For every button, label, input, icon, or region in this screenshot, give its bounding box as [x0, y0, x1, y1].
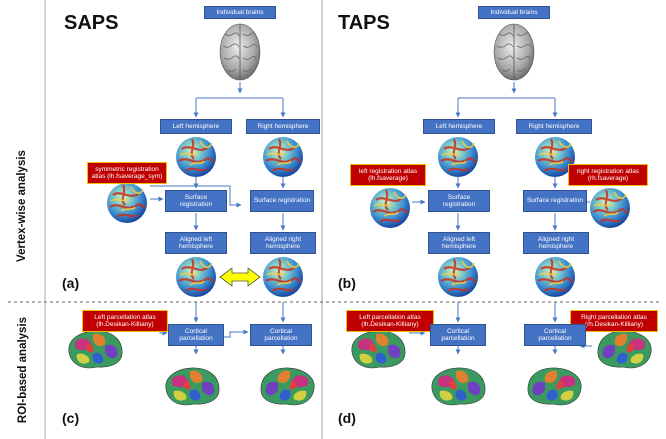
saps-brain-icon	[219, 23, 261, 81]
taps-right-atlas-label: right registration atlas (rh.fsaverage)	[568, 164, 648, 186]
saps-parcellation-atlas-label: Left parcellation atlas (lh.Desikan-Kill…	[82, 310, 168, 332]
taps-aligned-right-sphere-icon	[533, 255, 577, 299]
saps-atlas-sphere-icon	[105, 181, 149, 225]
row-label-roi: ROI-based analysis	[17, 316, 29, 424]
taps-aligned-left-sphere-icon	[436, 255, 480, 299]
saps-aligned-right-box: Aligned right hemisphere	[250, 232, 316, 254]
saps-individual-brains-box: Individual brains	[204, 6, 276, 19]
taps-left-cortical-parcellation-box: Cortical parcellation	[430, 324, 486, 346]
saps-right-registration-box: Surface registration	[250, 190, 314, 212]
saps-left-cortical-parcellation-box: Cortical parcellation	[168, 324, 224, 346]
taps-right-hemisphere-box: Right hemisphere	[516, 119, 592, 134]
taps-right-atlas-cortex-icon	[597, 330, 652, 369]
row-label-vertex: Vertex-wise analysis	[16, 150, 28, 262]
saps-symmetric-atlas-label: symmetric registration atlas (lh.fsavera…	[87, 162, 167, 184]
taps-right-atlas-sphere-icon	[588, 186, 632, 230]
saps-right-hemisphere-box: Right hemisphere	[246, 119, 320, 134]
saps-left-sphere-icon	[174, 135, 218, 179]
taps-right-parcellation-atlas-label: Right parcellation atlas (rh.Desikan-Kil…	[570, 310, 658, 332]
saps-connectors	[150, 82, 286, 355]
taps-right-cortical-parcellation-box: Cortical parcellation	[524, 324, 586, 346]
taps-left-atlas-label: left registration atlas (lh.fsaverage)	[350, 164, 426, 186]
taps-left-registration-box: Surface registration	[428, 190, 490, 212]
taps-individual-brains-box: Individual brains	[478, 6, 550, 19]
saps-right-sphere-icon	[261, 135, 305, 179]
saps-right-cortical-parcellation-box: Cortical parcellation	[250, 324, 312, 346]
panel-label-c: (c)	[62, 410, 80, 426]
saps-aligned-left-box: Aligned left hemisphere	[165, 232, 227, 254]
taps-left-sphere-icon	[436, 135, 480, 179]
double-arrow-icon	[219, 267, 261, 287]
taps-right-registration-box: Surface registration	[523, 190, 587, 212]
taps-brain-icon	[493, 23, 535, 81]
taps-aligned-left-box: Aligned left hemisphere	[428, 232, 490, 254]
taps-aligned-right-box: Aligned right hemisphere	[523, 232, 589, 254]
saps-aligned-right-sphere-icon	[261, 255, 305, 299]
taps-title: TAPS	[338, 12, 390, 34]
saps-atlas-cortex-icon	[68, 330, 123, 369]
taps-left-parcellation-atlas-label: Left parcellation atlas (lh.Desikan-Kill…	[346, 310, 434, 332]
saps-left-cortex-icon	[165, 367, 220, 406]
saps-aligned-left-sphere-icon	[174, 255, 218, 299]
taps-left-atlas-cortex-icon	[351, 330, 406, 369]
saps-left-registration-box: Surface registration	[165, 190, 227, 212]
saps-left-hemisphere-box: Left hemisphere	[160, 119, 232, 134]
saps-title: SAPS	[64, 12, 119, 34]
panel-label-d: (d)	[338, 410, 356, 426]
saps-right-cortex-icon	[260, 367, 315, 406]
taps-left-cortex-icon	[431, 367, 486, 406]
taps-right-cortex-icon	[527, 367, 582, 406]
taps-left-atlas-sphere-icon	[368, 186, 412, 230]
taps-left-hemisphere-box: Left hemisphere	[423, 119, 495, 134]
panel-label-b: (b)	[338, 275, 356, 291]
panel-label-a: (a)	[62, 275, 80, 291]
